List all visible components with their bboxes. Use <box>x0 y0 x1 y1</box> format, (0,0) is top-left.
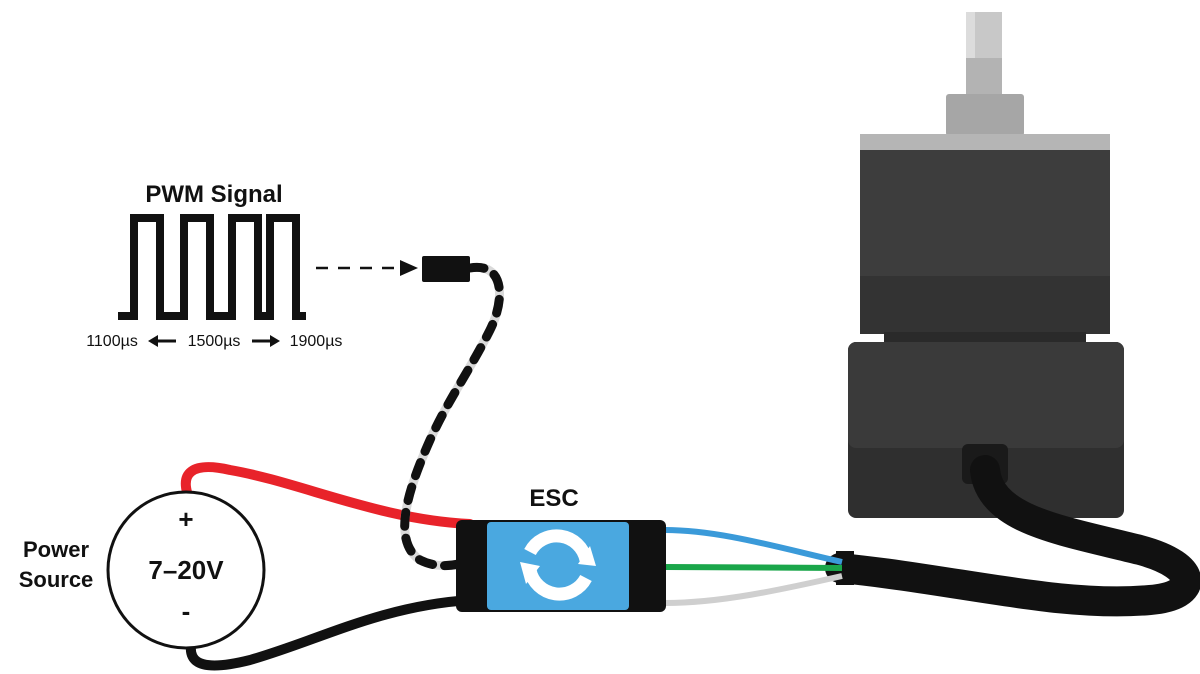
power-label-line1: Power <box>23 537 89 562</box>
motor-can-shade <box>860 276 1110 334</box>
power-plus-sign: + <box>178 504 193 534</box>
signal-connector <box>422 256 470 282</box>
pwm-max-label: 1900µs <box>290 333 343 350</box>
motor-base-highlight <box>848 342 1124 448</box>
motor <box>848 12 1124 518</box>
esc-label: ESC <box>529 485 578 512</box>
pwm-mid-label: 1500µs <box>188 333 241 350</box>
motor-top-plate <box>860 134 1110 150</box>
phase-wires <box>664 527 843 606</box>
arrow-left-icon <box>148 335 176 347</box>
esc: ESC <box>456 485 666 612</box>
phase-wire-green <box>664 564 843 571</box>
pwm-title: PWM Signal <box>145 181 282 208</box>
motor-cable <box>825 455 1200 617</box>
power-minus-sign: - <box>182 596 191 626</box>
power-source-circle <box>106 490 266 650</box>
signal-cable <box>400 256 504 571</box>
signal-arrow-head <box>400 260 418 276</box>
circular-arrows-logo-icon <box>520 529 596 601</box>
power-source: + 7–20V - Power Source <box>19 490 266 650</box>
esc-label-panel <box>487 522 629 610</box>
signal-wire-black <box>400 262 504 571</box>
motor-shaft <box>966 58 1002 98</box>
phase-wire-blue <box>664 527 843 565</box>
pwm-square-wave <box>118 214 306 320</box>
phase-wire-gray <box>664 573 843 606</box>
pwm-waveform: PWM Signal 1100µs 1500µs 1900µs <box>86 181 342 350</box>
arrow-right-icon <box>252 335 280 347</box>
motor-shaft-tip-highlight <box>966 12 975 62</box>
power-voltage: 7–20V <box>148 555 224 585</box>
signal-arrow <box>316 260 418 276</box>
motor-shaft-collar <box>946 94 1024 136</box>
negative-power-wire <box>185 595 475 671</box>
power-label-line2: Source <box>19 567 94 592</box>
pwm-min-label: 1100µs <box>86 333 138 350</box>
